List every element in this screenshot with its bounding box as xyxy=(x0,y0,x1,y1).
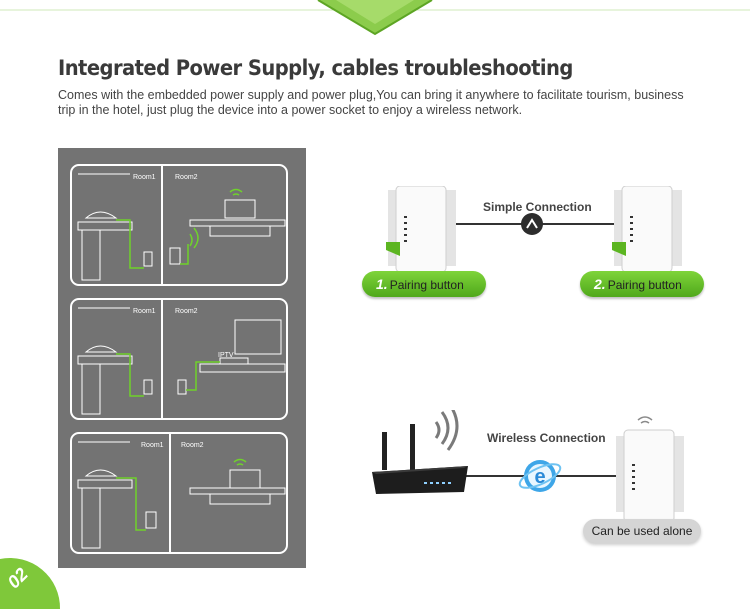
scene-3-room2-label: Room2 xyxy=(181,442,204,449)
pairing-button-2-number: 2. xyxy=(594,276,606,292)
pairing-button-1: 1.Pairing button xyxy=(362,271,486,297)
wifi-signal-icon xyxy=(434,410,459,451)
pairing-button-2: 2.Pairing button xyxy=(580,271,704,297)
page-number-badge xyxy=(0,557,61,609)
power-plug-icon xyxy=(521,213,543,235)
simple-connection-diagram xyxy=(386,186,682,273)
scene-3 xyxy=(70,432,288,554)
wifi-signal-icon xyxy=(637,416,653,424)
simple-connection-label: Simple Connection xyxy=(483,200,592,214)
powerline-adapter-icon xyxy=(386,186,456,273)
pairing-button-1-number: 1. xyxy=(376,276,388,292)
router-icon xyxy=(372,424,468,494)
page-title: Integrated Power Supply, cables troubles… xyxy=(58,56,573,80)
scene-3-room1-label: Room1 xyxy=(141,442,164,449)
powerline-adapter-icon xyxy=(612,186,682,273)
wireless-connection-label: Wireless Connection xyxy=(487,431,606,445)
scene-1 xyxy=(70,164,288,286)
page-description: Comes with the embedded power supply and… xyxy=(58,88,684,117)
pairing-button-2-label: Pairing button xyxy=(607,278,682,292)
scene-2-room1-label: Room1 xyxy=(133,308,156,315)
scene-2 xyxy=(70,298,288,420)
svg-text:e: e xyxy=(534,466,545,488)
internet-explorer-icon: e xyxy=(518,460,562,492)
scene-2-room2-label: Room2 xyxy=(175,308,198,315)
used-alone-label: Can be used alone xyxy=(583,519,701,543)
scene-1-room2-label: Room2 xyxy=(175,174,198,181)
scene-2-iptv-label: IPTV xyxy=(218,352,234,359)
pairing-button-1-label: Pairing button xyxy=(389,278,464,292)
powerline-adapter-icon xyxy=(616,429,684,523)
scene-1-room1-label: Room1 xyxy=(133,174,156,181)
wireless-connection-diagram: e xyxy=(372,410,684,523)
top-chevron-decoration xyxy=(0,0,750,36)
